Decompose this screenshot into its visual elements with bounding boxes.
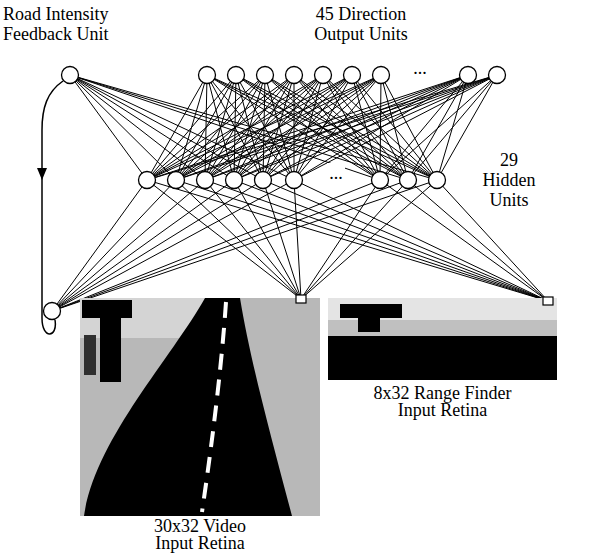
connection-line [70, 75, 408, 180]
connection-line [205, 180, 301, 299]
connection-line [147, 180, 548, 301]
retina-caption-holder: 30x32 Video Input Retina [138, 518, 262, 552]
feedback-arrowhead [37, 168, 47, 180]
input-retina: 30x32 Video Input Retina [80, 298, 320, 516]
connection-line [263, 180, 301, 299]
connection-line [263, 75, 497, 180]
range-background [328, 298, 557, 380]
unit-circle [255, 172, 272, 189]
connection-wires [52, 75, 548, 311]
label-holder: ... [403, 58, 437, 78]
connection-line [70, 75, 147, 180]
unit-circle [62, 67, 79, 84]
unit-circle [197, 172, 214, 189]
label-holder: ... [319, 163, 353, 183]
connection-line [52, 180, 437, 311]
unit-circle [460, 67, 477, 84]
unit-circle [400, 172, 417, 189]
connection-line [234, 75, 497, 180]
connection-line [52, 180, 147, 311]
connection-line [301, 180, 437, 299]
connection-line [52, 180, 205, 311]
feedback-loop [42, 81, 63, 334]
unit-circle [139, 172, 156, 189]
unit-circle [168, 172, 185, 189]
unit-circle [489, 67, 506, 84]
connection-line [294, 180, 301, 299]
connection-line [147, 75, 497, 180]
unit-circle [286, 67, 303, 84]
unit-circle [286, 172, 303, 189]
range-object [340, 304, 402, 332]
retina-caption-holder: 8x32 Range Finder Input Retina [355, 385, 531, 419]
unit-circle [372, 172, 389, 189]
ellipsis-label: ... [411, 58, 429, 78]
connection-line [52, 180, 408, 311]
connection-line [408, 75, 497, 180]
input-retina: 8x32 Range Finder Input Retina [328, 298, 557, 380]
input-unit [543, 297, 553, 305]
connection-line [234, 180, 301, 299]
connection-line [147, 75, 323, 180]
label-holder: 45 Direction Output Units [300, 4, 422, 44]
range-retina-image [328, 297, 557, 380]
unit-circle [44, 303, 61, 320]
connection-line [52, 180, 294, 311]
connection-line [437, 75, 497, 180]
unit-group-label: 45 Direction Output Units [300, 4, 422, 44]
unit-circle [228, 67, 245, 84]
unit-circle [257, 67, 274, 84]
unit-circle [315, 67, 332, 84]
connection-line [294, 75, 497, 180]
connection-line [301, 180, 408, 299]
connection-line [52, 180, 380, 311]
unit-circle [199, 67, 216, 84]
unit-circle [344, 67, 361, 84]
connection-line [380, 75, 468, 180]
retina-caption: 30x32 Video Input Retina [138, 518, 262, 552]
unit-circle [373, 67, 390, 84]
unit-group-label: Road Intensity Feedback Unit [3, 4, 141, 44]
ellipsis-label: ... [327, 163, 345, 183]
network-units [44, 67, 506, 320]
connection-line [205, 75, 497, 180]
connection-line [52, 180, 234, 311]
connection-line [147, 180, 301, 299]
label-holder: Road Intensity Feedback Unit [3, 4, 141, 44]
connection-line [147, 75, 468, 180]
connection-line [147, 75, 381, 180]
connection-line [301, 180, 380, 299]
input-unit [296, 295, 306, 303]
label-holder: 29 Hidden Units [476, 150, 542, 210]
retina-caption: 8x32 Range Finder Input Retina [355, 385, 531, 419]
unit-circle [226, 172, 243, 189]
video-retina-image [80, 295, 320, 516]
unit-circle [429, 172, 446, 189]
tree-shape [82, 300, 132, 382]
connection-line [176, 180, 301, 299]
unit-group-label: 29 Hidden Units [476, 150, 542, 210]
center-line [202, 302, 226, 512]
video-background [80, 298, 320, 516]
post-shape [84, 335, 96, 375]
connection-line [380, 75, 497, 180]
